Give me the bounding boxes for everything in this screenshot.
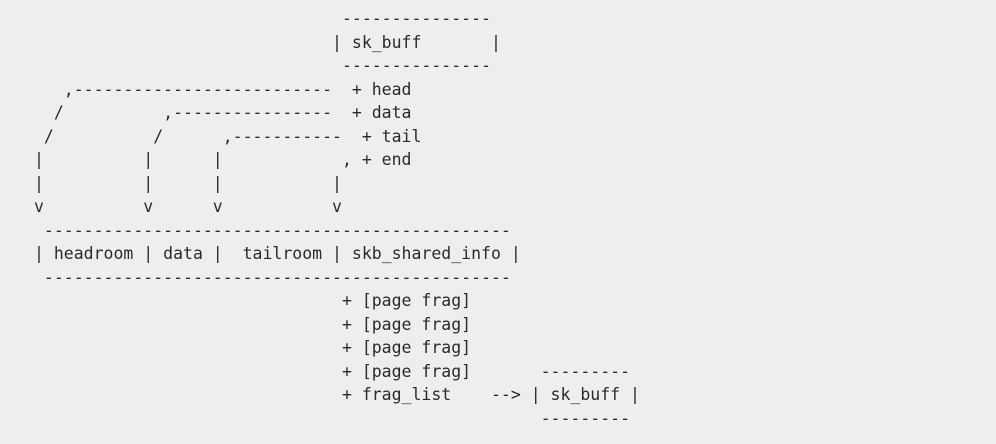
diagram-line: ---------------	[34, 9, 491, 28]
diagram-line: ----------------------------------------…	[34, 267, 511, 287]
diagram-line: + [page frag]	[34, 338, 472, 357]
diagram-line: + [page frag]	[34, 314, 472, 334]
diagram-line: | sk_buff |	[34, 32, 501, 52]
diagram-line: | | | , + end	[34, 150, 412, 169]
diagram-line: | headroom | data | tailroom | skb_share…	[34, 244, 521, 263]
diagram-line: + [page frag] ---------	[34, 361, 631, 381]
diagram-line: + frag_list --> | sk_buff |	[34, 385, 640, 404]
diagram-line: ---------	[34, 408, 631, 428]
diagram-line: | | | |	[34, 173, 342, 193]
diagram-line: ---------------	[34, 56, 491, 75]
diagram-line: v v v v	[34, 197, 342, 216]
diagram-line: + [page frag]	[34, 291, 472, 310]
diagram-line: ,-------------------------- + head	[34, 79, 412, 99]
diagram-line: / ,---------------- + data	[34, 103, 412, 122]
diagram-line: ----------------------------------------…	[34, 220, 511, 240]
diagram-line: / / ,----------- + tail	[34, 126, 422, 146]
